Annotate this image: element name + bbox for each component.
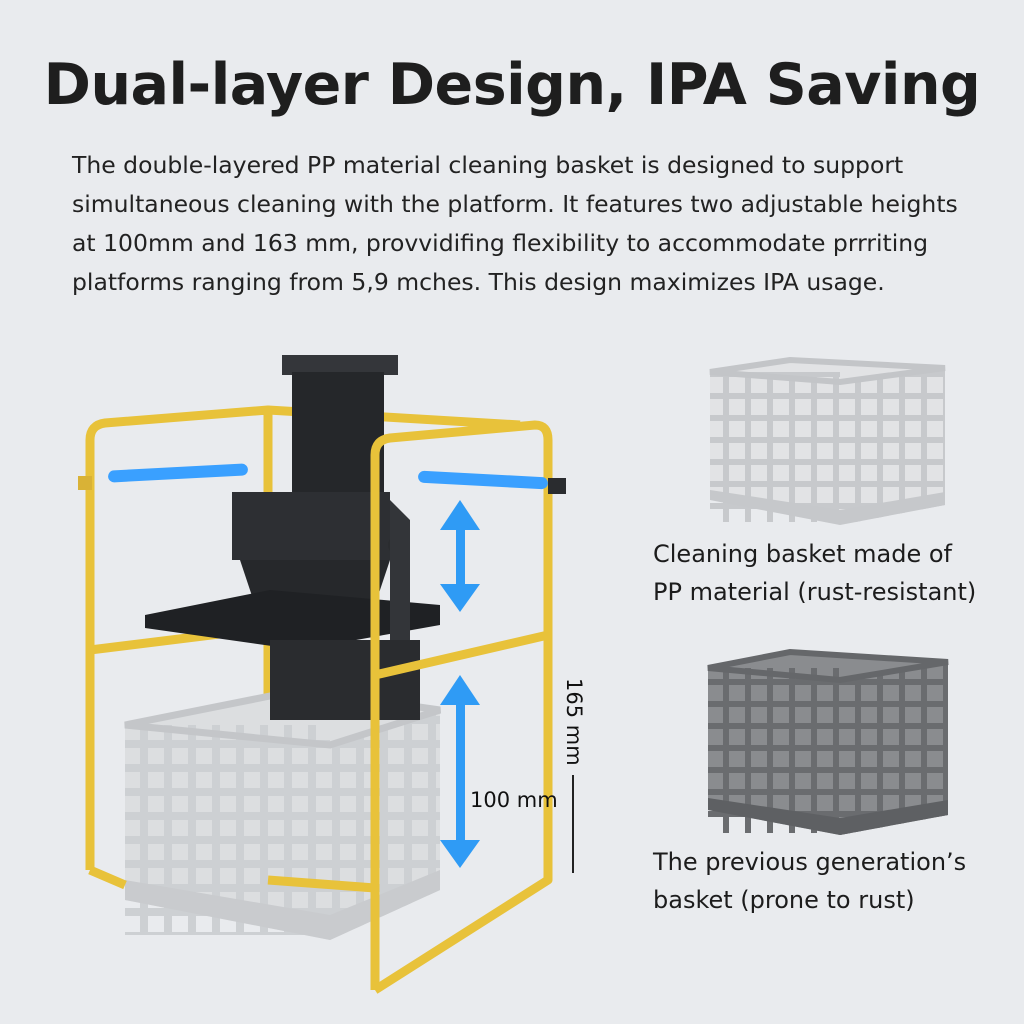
description-line: at 100mm and 163 mm, provvidifing flexib…: [72, 229, 929, 257]
caption-line: The previous generation’s: [653, 848, 967, 876]
lower-height-label: 100 mm: [470, 788, 558, 812]
pp-basket-caption: Cleaning basket made of PP material (rus…: [653, 535, 976, 611]
cleaning-basket-in-frame: [124, 686, 442, 940]
page-title: Dual-layer Design, IPA Saving: [43, 52, 981, 118]
description-line: platforms ranging from 5,9 mches. This d…: [72, 268, 885, 296]
total-height-label: 165 mm: [562, 678, 586, 766]
old-basket-caption: The previous generation’s basket (prone …: [653, 843, 966, 919]
height-arrow-upper: [440, 500, 480, 612]
description: The double-layered PP material cleaning …: [72, 146, 972, 302]
description-line: The double-layered PP material cleaning …: [72, 151, 904, 179]
old-basket-image: [707, 648, 949, 835]
caption-line: basket (prone to rust): [653, 886, 915, 914]
description-line: simultaneous cleaning with the platform.…: [72, 190, 958, 218]
caption-line: PP material (rust-resistant): [653, 578, 977, 606]
pp-basket-image: [709, 356, 946, 525]
uv-light-bars: [78, 463, 566, 494]
printer-column: [145, 355, 440, 720]
caption-line: Cleaning basket made of: [653, 540, 952, 568]
height-arrow-lower: [440, 675, 480, 868]
